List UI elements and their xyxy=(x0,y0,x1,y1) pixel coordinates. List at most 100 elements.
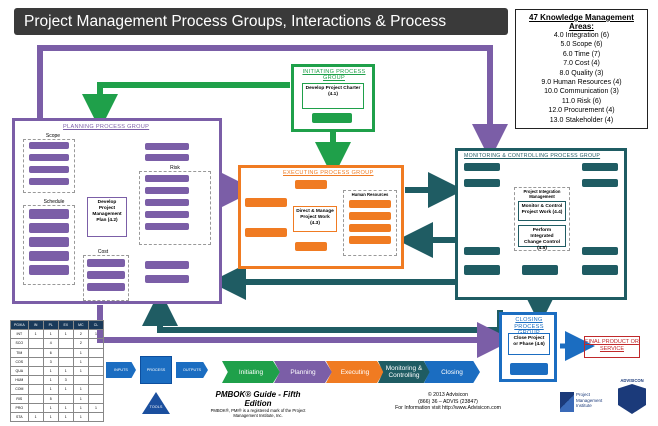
hr-area xyxy=(343,190,397,256)
plan-box xyxy=(145,261,189,269)
schedule-label: Schedule xyxy=(43,199,65,205)
website-text: For Information visit http://www.Advisic… xyxy=(395,405,501,411)
cost-area xyxy=(83,255,129,301)
ka-item: 5.0 Scope (6) xyxy=(560,41,603,49)
plan-box xyxy=(29,209,69,219)
knowledge-areas-title: 47 Knowledge Management Areas: xyxy=(529,13,634,31)
develop-project-charter-box: Develop Project Charter (4.1) xyxy=(302,83,364,109)
plan-box xyxy=(29,154,69,161)
edition-title: PMBOK® Guide - Fifth Edition xyxy=(215,390,301,408)
cost-label: Cost xyxy=(97,249,109,255)
lifecycle-initiating: Initiating xyxy=(222,361,280,383)
edition-block: PMBOK® Guide - Fifth Edition PMBOK®, PMI… xyxy=(210,390,306,418)
plan-box xyxy=(29,251,69,261)
close-project-box: Close Project or Phase (4.6) xyxy=(508,333,550,355)
final-product-box: FINAL PRODUCT OR SERVICE xyxy=(584,336,640,358)
table-header: EX xyxy=(57,319,74,331)
plan-box xyxy=(145,223,189,230)
ka-item: 13.0 Stakeholder (4) xyxy=(549,116,614,124)
initiating-process-group: INITIATING PROCESS GROUP Develop Project… xyxy=(291,64,375,132)
exec-box xyxy=(349,212,391,220)
exec-box xyxy=(245,198,287,207)
risk-label: Risk xyxy=(170,165,180,171)
mc-box xyxy=(582,163,618,171)
lifecycle-planning: Planning xyxy=(274,361,332,383)
table-header: CL xyxy=(87,319,105,331)
exec-box xyxy=(349,236,391,244)
develop-pm-plan-box: Develop Project Management Plan (4.2) xyxy=(87,197,127,237)
planning-group-label: PLANNING PROCESS GROUP xyxy=(63,124,150,130)
executing-process-group: EXECUTING PROCESS GROUP Direct & Manage … xyxy=(238,165,404,269)
integrated-change-control-box: Perform Integrated Change Control (4.5) xyxy=(518,225,566,251)
mc-box xyxy=(464,265,500,275)
plan-box xyxy=(145,211,189,218)
page-title: Project Management Process Groups, Inter… xyxy=(14,8,508,35)
human-resources-label: Human Resources xyxy=(351,192,389,197)
mc-box xyxy=(582,247,618,255)
exec-box xyxy=(349,200,391,208)
ka-item: 7.0 Cost (4) xyxy=(563,60,600,68)
lifecycle-monitoring: Monitoring & Controlling xyxy=(378,361,430,383)
table-header: IN xyxy=(27,319,44,331)
phone-text: (866) 36 – ADVIS (23847) xyxy=(418,398,478,405)
table-header: PL xyxy=(42,319,59,331)
plan-box xyxy=(87,283,125,291)
plan-box xyxy=(29,265,69,275)
copyright-block: © 2013 Advisicon (866) 36 – ADVIS (23847… xyxy=(392,392,504,412)
plan-box xyxy=(145,275,189,283)
direct-manage-work-box: Direct & Manage Project Work (4.3) xyxy=(293,206,337,232)
scope-area xyxy=(23,139,75,193)
mc-box xyxy=(522,265,558,275)
ka-item: 9.0 Human Resources (4) xyxy=(541,79,622,87)
table-header: PG\KA xyxy=(10,319,29,331)
lifecycle-executing: Executing xyxy=(326,361,384,383)
plan-box xyxy=(145,175,189,182)
ka-item: 4.0 Integration (6) xyxy=(553,32,610,39)
risk-area xyxy=(139,171,211,245)
advisicon-logo-text: ADVISICON xyxy=(620,378,644,383)
plan-box xyxy=(87,259,125,267)
exec-box xyxy=(245,228,287,237)
pmi-logo-icon xyxy=(560,392,574,412)
scope-label: Scope xyxy=(45,133,61,139)
monitoring-group-label: MONITORING & CONTROLLING PROCESS GROUP xyxy=(464,153,601,159)
monitor-control-work-box: Monitor & Control Project Work (4.4) xyxy=(518,201,566,221)
plan-box xyxy=(145,199,189,206)
exec-box xyxy=(295,242,327,251)
initiating-to-planning-arrow xyxy=(82,82,290,130)
plan-box xyxy=(29,178,69,185)
plan-box xyxy=(29,237,69,247)
monitoring-process-group: MONITORING & CONTROLLING PROCESS GROUP P… xyxy=(455,148,627,300)
plan-box xyxy=(145,187,189,194)
ka-item: 11.0 Risk (6) xyxy=(561,97,602,105)
integration-area xyxy=(514,187,570,251)
copyright-text: © 2013 Advisicon xyxy=(427,392,469,398)
planning-process-group: PLANNING PROCESS GROUP Scope Schedule De… xyxy=(12,118,222,304)
trademark-text: PMBOK®, PMI® is a registered mark of the… xyxy=(210,408,306,418)
process-box: PROCESS xyxy=(140,356,172,384)
planning-to-monitoring-arrow xyxy=(37,45,508,160)
ka-item: 12.0 Procurement (4) xyxy=(548,107,615,115)
mc-box xyxy=(464,163,500,171)
ka-item: 10.0 Communication (3) xyxy=(544,88,619,96)
exec-box xyxy=(295,180,327,189)
knowledge-areas-panel: 47 Knowledge Management Areas: 4.0 Integ… xyxy=(515,9,648,129)
mc-box xyxy=(464,179,500,187)
ka-item: 8.0 Quality (3) xyxy=(559,69,604,77)
closing-sub-box xyxy=(510,363,548,375)
schedule-area xyxy=(23,205,75,285)
table-header: MC xyxy=(72,319,89,331)
initiating-sub-process xyxy=(312,113,352,123)
integration-label: Project Integration Management xyxy=(523,189,561,199)
pmi-logo-text: Project Management Institute xyxy=(576,392,603,408)
closing-process-group: CLOSING PROCESS GROUP Close Project or P… xyxy=(499,312,557,382)
